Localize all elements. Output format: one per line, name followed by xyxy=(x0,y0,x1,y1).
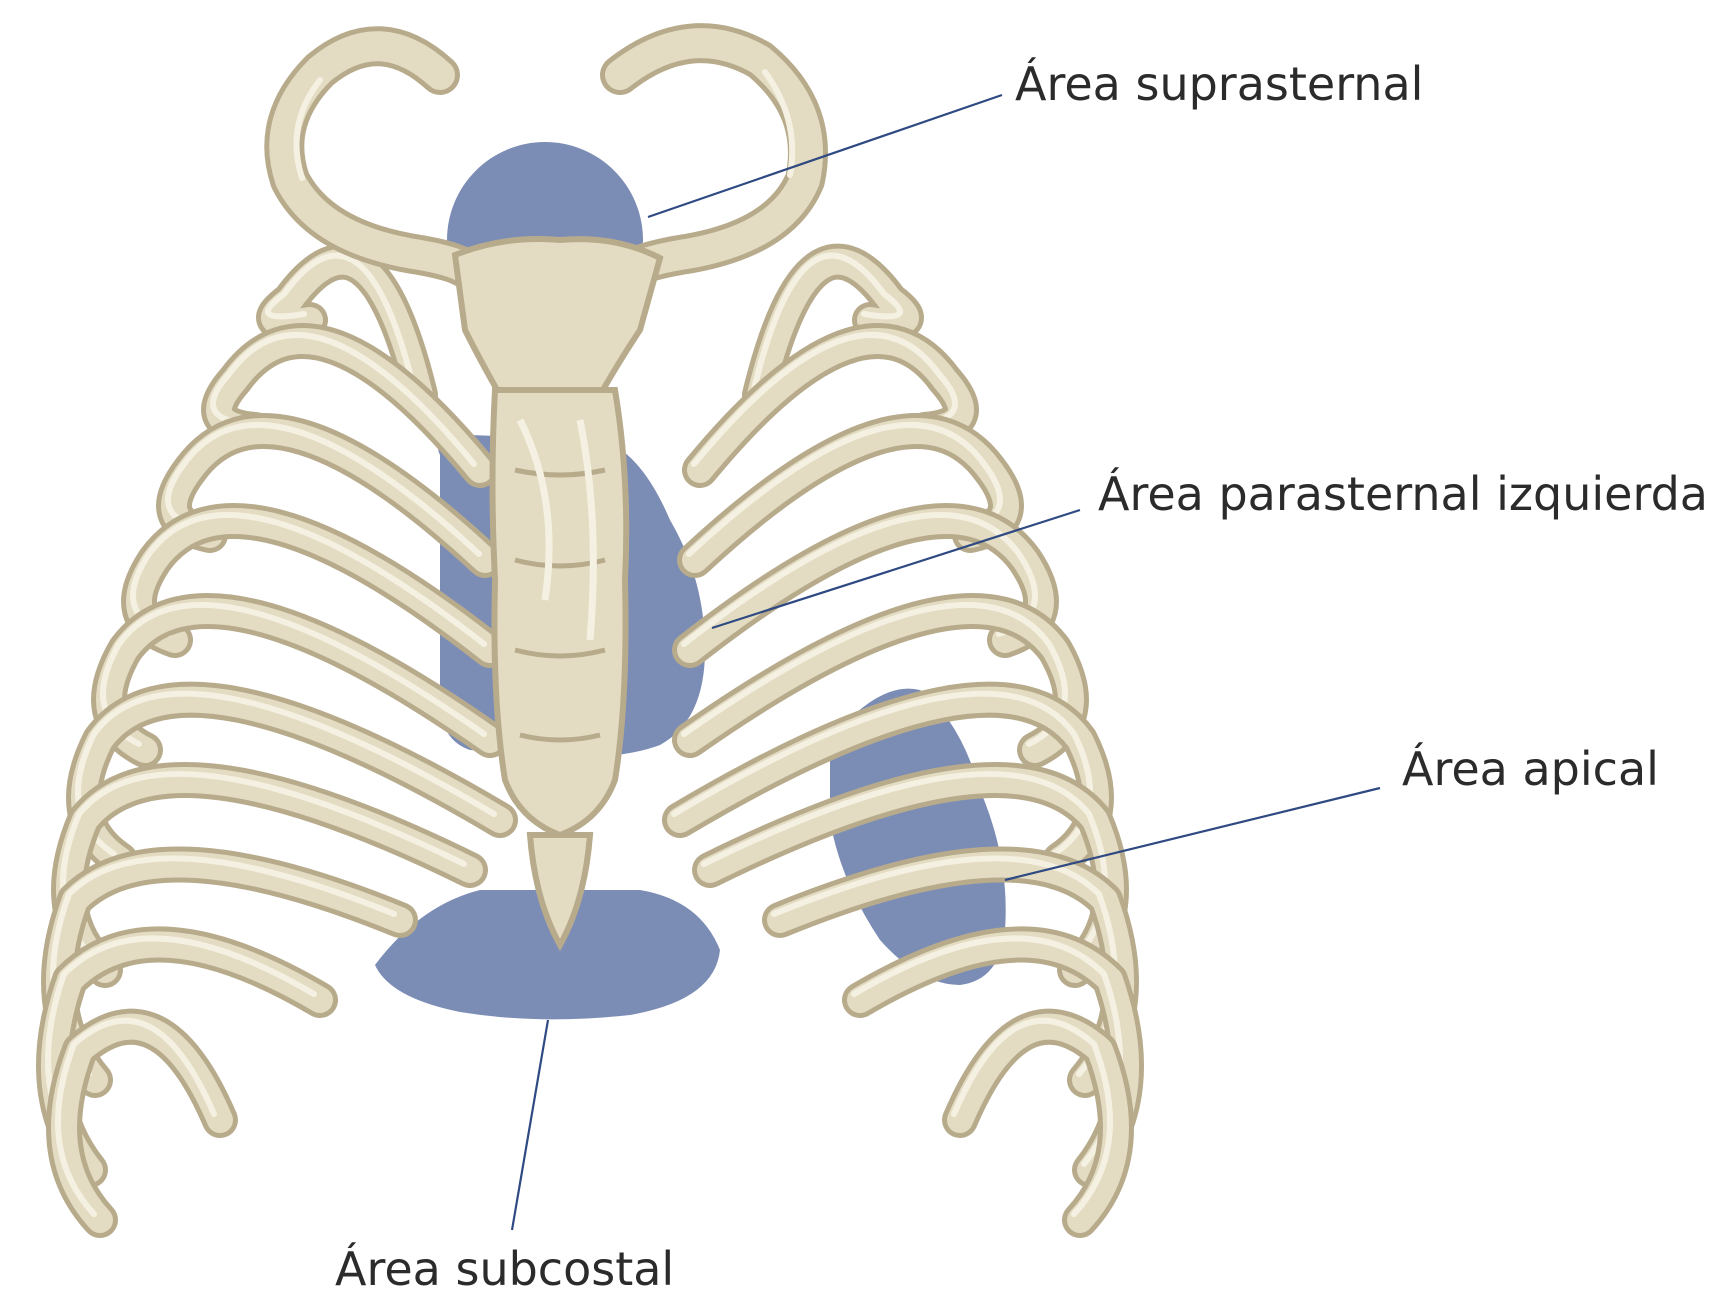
apical-label: Área apical xyxy=(1402,742,1659,796)
left-rib-10 xyxy=(64,1027,220,1220)
left-ribs xyxy=(48,256,500,1220)
suprasternal-label: Área suprasternal xyxy=(1015,57,1423,111)
parasternal-label: Área parasternal izquierda xyxy=(1098,467,1708,521)
sternum-body xyxy=(493,390,627,835)
suprasternal-leader xyxy=(648,95,1002,217)
manubrium xyxy=(455,239,660,395)
subcostal-leader xyxy=(512,1020,548,1230)
subcostal-label: Área subcostal xyxy=(335,1242,674,1291)
